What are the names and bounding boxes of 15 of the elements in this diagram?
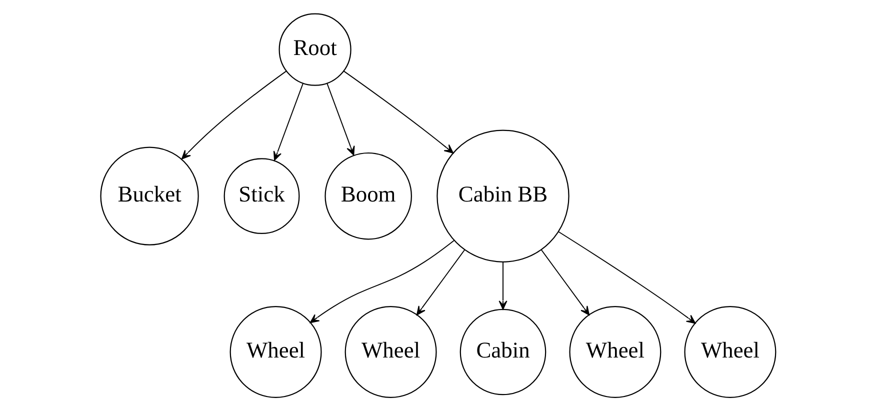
arrow bbox=[273, 83, 304, 161]
node-circle: Bucket bbox=[100, 146, 199, 246]
arrow bbox=[558, 231, 696, 324]
arrow bbox=[310, 240, 455, 324]
arrow bbox=[540, 249, 590, 316]
arrow bbox=[416, 249, 466, 316]
node-circle: Stick bbox=[224, 158, 300, 234]
node-circle: Root bbox=[278, 13, 352, 86]
arrow bbox=[498, 262, 508, 310]
arrow bbox=[343, 70, 454, 154]
node-circle: Cabin bbox=[460, 308, 546, 396]
node-circle: Boom bbox=[324, 152, 412, 240]
arrow bbox=[326, 83, 355, 156]
arrow bbox=[181, 70, 287, 160]
node-circle: Cabin BB bbox=[436, 130, 570, 262]
